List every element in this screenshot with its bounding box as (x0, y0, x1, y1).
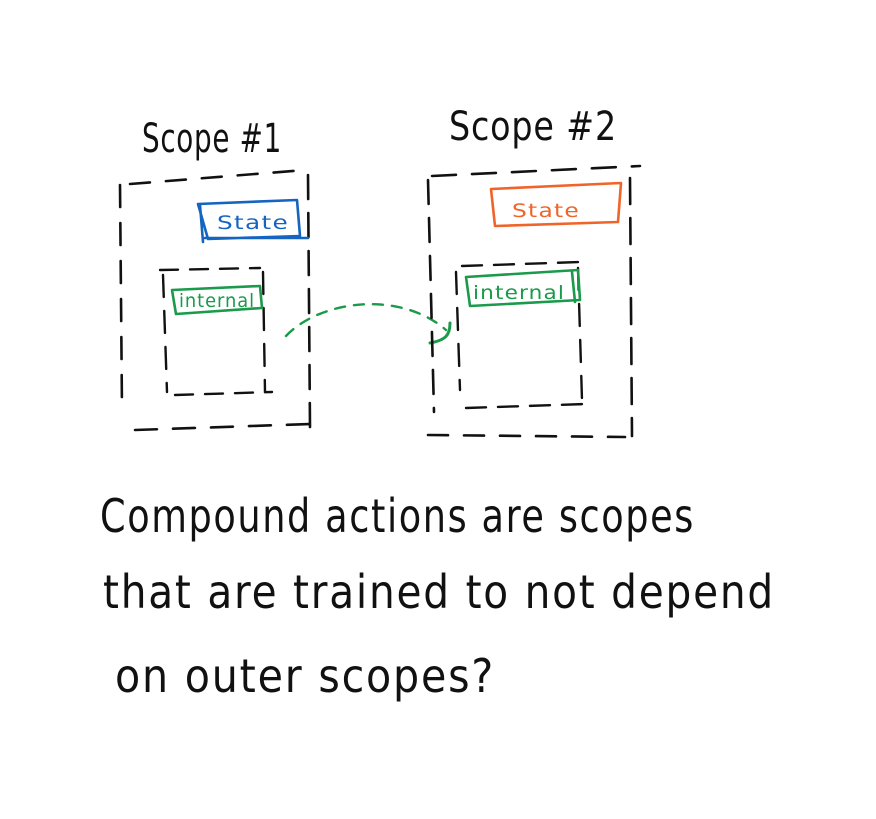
caption: Compound actions are scopes that are tra… (100, 489, 775, 703)
scope-2-state-box: State (489, 181, 623, 228)
scope-2: Scope #2 State internal (426, 104, 642, 439)
transfer-arrow (284, 303, 452, 345)
scope-1-inner-boundary (158, 266, 274, 397)
caption-line-2: that are trained to not depend (103, 565, 775, 619)
scope-1-internal-box: internal (170, 284, 264, 316)
scope-1-internal-label: internal (179, 290, 255, 312)
scope-2-internal-box: internal (464, 268, 582, 308)
scope-1-outer-boundary (118, 168, 312, 432)
scope-1-internal-outline (170, 284, 264, 316)
caption-line-1: Compound actions are scopes (100, 489, 695, 543)
scope-2-title: Scope #2 (449, 104, 617, 150)
scope-2-internal-outline (464, 268, 582, 308)
scope-2-state-label: State (512, 200, 580, 222)
caption-line-3: on outer scopes? (115, 649, 495, 703)
scope-1: Scope #1 State internal (118, 116, 312, 432)
scope-2-outer-boundary (426, 164, 642, 439)
scope-1-state-box: State (196, 198, 310, 244)
scope-1-state-outline (196, 198, 310, 244)
scope-2-state-outline (489, 181, 623, 228)
scope-1-title: Scope #1 (142, 116, 282, 162)
scope-1-state-label: State (217, 212, 289, 234)
scope-2-internal-label: internal (473, 282, 565, 304)
